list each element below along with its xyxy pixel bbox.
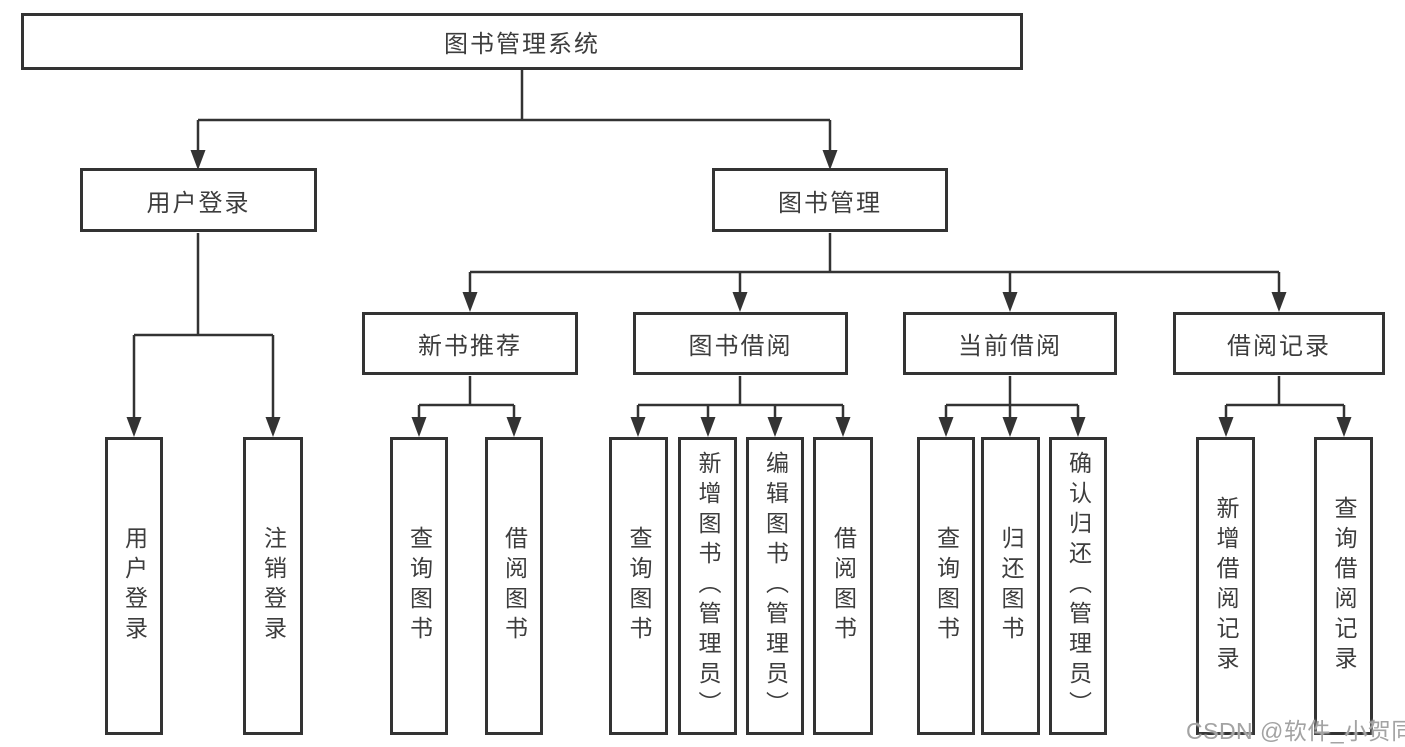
- leaf-edit-book-admin: 编辑图书（管理员）: [746, 437, 804, 735]
- leaf-label: 注销登录: [260, 526, 287, 646]
- node-label: 借阅记录: [1227, 333, 1331, 360]
- leaf-user-login: 用户登录: [105, 437, 163, 735]
- leaf-label: 确认归还（管理员）: [1065, 451, 1092, 721]
- node-label: 图书借阅: [688, 333, 793, 360]
- leaf-query-books-recommendation: 查询图书: [390, 437, 448, 735]
- leaf-label: 编辑图书（管理员）: [762, 451, 789, 721]
- leaf-label: 查询借阅记录: [1331, 496, 1357, 676]
- leaf-label: 借阅图书: [501, 526, 528, 646]
- node-borrowing-records: 借阅记录: [1173, 312, 1385, 375]
- leaf-logout: 注销登录: [243, 437, 303, 735]
- leaf-label: 查询图书: [933, 526, 960, 646]
- leaf-label: 归还图书: [998, 526, 1024, 646]
- leaf-label: 新增图书（管理员）: [695, 451, 721, 721]
- leaf-borrow-books: 借阅图书: [813, 437, 873, 735]
- leaf-label: 借阅图书: [830, 526, 857, 646]
- node-new-book-recommendation: 新书推荐: [362, 312, 578, 375]
- leaf-label: 查询图书: [626, 526, 652, 646]
- node-current-borrowing: 当前借阅: [903, 312, 1117, 375]
- leaf-add-borrow-record: 新增借阅记录: [1196, 437, 1255, 735]
- node-label: 图书管理系统: [444, 31, 600, 58]
- leaf-query-books-borrowing: 查询图书: [609, 437, 668, 735]
- leaf-return-books: 归还图书: [981, 437, 1040, 735]
- leaf-label: 查询图书: [406, 526, 433, 646]
- leaf-label: 用户登录: [121, 526, 148, 646]
- csdn-watermark: CSDN @软件_小贺同学: [1186, 718, 1405, 744]
- node-label: 当前借阅: [958, 333, 1062, 360]
- leaf-add-book-admin: 新增图书（管理员）: [678, 437, 737, 735]
- leaf-borrow-books-recommendation: 借阅图书: [485, 437, 543, 735]
- node-library-management-system: 图书管理系统: [21, 13, 1023, 70]
- node-label: 新书推荐: [418, 333, 522, 360]
- leaf-label: 新增借阅记录: [1213, 496, 1239, 676]
- node-label: 图书管理: [778, 189, 882, 217]
- leaf-confirm-return-admin: 确认归还（管理员）: [1049, 437, 1107, 735]
- node-label: 用户登录: [146, 189, 251, 217]
- node-book-management: 图书管理: [712, 168, 948, 232]
- leaf-query-books-current: 查询图书: [917, 437, 975, 735]
- node-book-borrowing: 图书借阅: [633, 312, 848, 375]
- leaf-query-borrow-record: 查询借阅记录: [1314, 437, 1373, 735]
- node-user-login: 用户登录: [80, 168, 317, 232]
